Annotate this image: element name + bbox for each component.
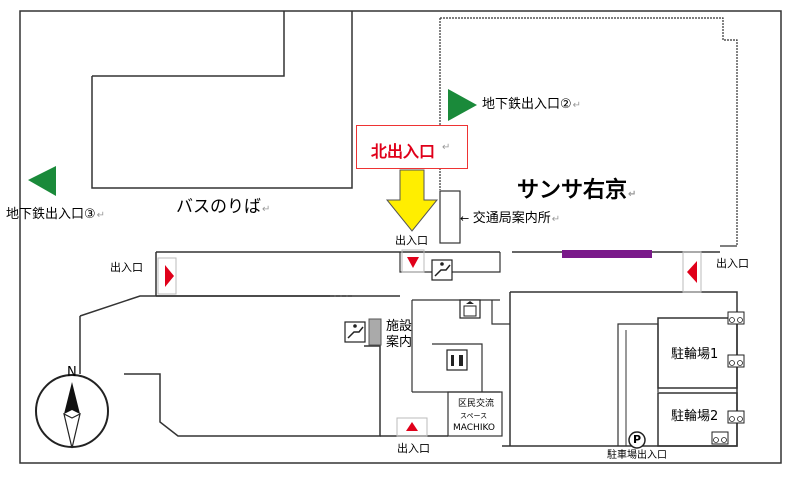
north-exit-box: 北出入口↵ (356, 125, 468, 169)
subway-exit-3-icon (28, 166, 56, 196)
subway-exit-2-label: 地下鉄出入口②↵ (482, 97, 582, 112)
exit-label-bottom: 出入口 (397, 442, 430, 455)
community-space-line2: スペース (460, 412, 488, 420)
info-panel-icon (368, 318, 382, 346)
bicycle-icon-3 (727, 410, 745, 424)
exit-label-left: 出入口 (110, 261, 143, 274)
exit-label-right: 出入口 (716, 257, 749, 270)
escalator-icon-1 (431, 259, 453, 281)
community-space-line3: MACHIKO (453, 423, 495, 433)
purple-bar (562, 250, 652, 258)
escalator-icon-2 (344, 321, 366, 343)
compass-north-label: N (67, 365, 77, 380)
transport-info-label: ← 交通局案内所↵ (460, 211, 561, 226)
highlight-arrow-icon (385, 169, 439, 232)
north-exit-label: 北出入口 (371, 142, 436, 161)
bicycle-icon-2 (727, 354, 745, 368)
bike-parking-2-label: 駐輪場2 (671, 409, 719, 424)
facility-info-line1: 施設 (386, 319, 413, 334)
restroom-icon (446, 349, 468, 371)
parking-exit-label: 駐車場出入口 (607, 450, 667, 461)
community-space-line1: 区民交流 (458, 399, 495, 409)
bicycle-icon-4 (711, 431, 729, 445)
exit-label-north: 出入口 (395, 234, 428, 247)
sansa-ukyo-label: サンサ右京↵ (517, 178, 637, 203)
bus-stop-label: バスのりば↵ (176, 197, 271, 217)
subway-exit-2-icon (448, 89, 477, 121)
entrance-arrow-left-icon (165, 265, 174, 287)
parking-icon (628, 431, 646, 449)
elevator-icon (459, 299, 481, 319)
bike-parking-1-label: 駐輪場1 (671, 347, 719, 362)
bicycle-icon-1 (727, 311, 745, 325)
subway-exit-3-label: 地下鉄出入口③↵ (6, 207, 106, 222)
entrance-arrow-bottom-icon (406, 422, 418, 431)
entrance-arrow-right-icon (687, 261, 697, 283)
entrance-arrow-north-icon (407, 257, 419, 268)
facility-info-line2: 案内 (386, 335, 413, 350)
parking-symbol: P (633, 433, 642, 446)
